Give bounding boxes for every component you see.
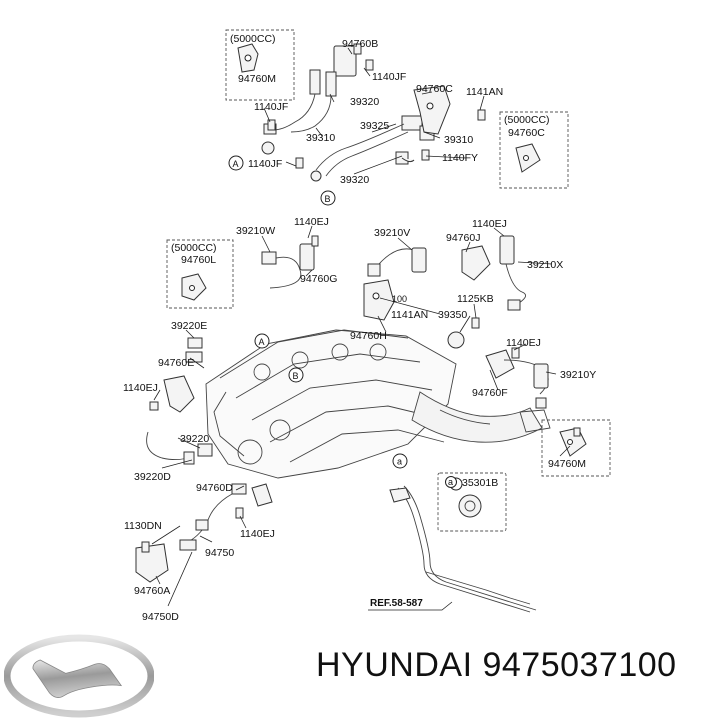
harness-39320-upper [261,45,357,155]
label-1140ej-e: 1140EJ [240,528,275,540]
label-39210x: 39210X [527,259,563,271]
bracket-94760l [181,273,207,301]
label-39210y: 39210Y [560,369,596,381]
sensor-39210w [261,235,319,289]
label-39320-b: 39320 [340,174,369,186]
bracket-94760m-right [559,427,587,457]
label-94760b: 94760B [342,38,378,50]
label-94760h: 94760H [350,330,387,342]
label-94760g: 94760G [300,273,337,285]
label-cc-right-top: (5000CC) [504,114,550,126]
sensor-39210v [367,247,427,277]
label-1141an-b: 1141AN [391,309,428,321]
callout-b2-circle [288,367,304,383]
callout-b2-text: B [293,371,299,381]
label-39310-a: 39310 [306,132,335,144]
label-39320-a: 39320 [350,96,379,108]
label-1140ej-b: 1140EJ [472,218,507,230]
label-39210v: 39210V [374,227,410,239]
label-1141an-a: 1141AN [466,86,503,98]
vacuum-tube-assembly [389,485,537,613]
label-94760m-top: 94760M [238,73,276,85]
label-1140jf-b: 1140JF [254,101,288,113]
leader-lines [151,47,571,611]
option-box-5000cc-right [499,111,569,189]
brand-part-number-text: HYUNDAI 9475037100 [316,646,677,684]
callout-sub-a2-circle [445,476,457,488]
option-box-5000cc-top-left [225,29,295,101]
label-1140ej-d: 1140EJ [506,337,541,349]
label-94760m-right: 94760M [548,458,586,470]
bracket-94760a [135,541,169,583]
label-35301b: 35301B [462,477,498,489]
label-94760c-b: 94760C [508,127,545,139]
bracket-94760m-top [237,43,259,73]
callout-b-text: B [325,194,331,204]
label-1140ej-c: 1140EJ [123,382,158,394]
label-39325: 39325 [360,120,389,132]
label-ref-58-587: REF.58-587 [370,598,423,609]
label-94760e: 94760E [158,357,194,369]
brand-footer: HYUNDAI 9475037100 [0,622,720,720]
harness-94750d [179,483,273,551]
label-94760a: 94760A [134,585,170,597]
callout-sub-a-circle [392,453,408,469]
hyundai-logo-icon [4,634,154,718]
label-39220d: 39220D [134,471,171,483]
callout-a2-text: A [259,337,265,347]
callout-b-circle [320,190,336,206]
sensor-39210y [485,347,549,409]
sensor-39350 [447,317,480,349]
option-box-35301b [437,472,507,532]
label-1125kb: 1125KB [457,293,494,305]
label-39210w: 39210W [236,225,275,237]
label-94760d: 94760D [196,482,233,494]
label-94760j: 94760J [446,232,480,244]
bracket-94760c-option [515,143,541,173]
label-39220e: 39220E [171,320,207,332]
sensor-39210x [461,235,527,311]
option-box-5000cc-mid-left [166,239,234,309]
engine-block [205,329,551,479]
label-cc-mid-left: (5000CC) [171,242,217,254]
bracket-94760c [413,85,451,135]
label-94750: 94750 [205,547,234,559]
bracket-94760h [363,279,395,321]
label-1130dn: 1130DN [124,520,162,532]
bracket-94760e [149,375,195,413]
label-39350: 39350 [438,309,467,321]
label-39310-b: 39310 [444,134,473,146]
label-1140jf-c: 1140JF [248,158,282,170]
sensor-39220d [146,431,213,465]
label-94760l: 94760L [181,254,216,266]
callout-a-circle [228,155,244,171]
label-100: 100 [392,294,407,304]
parts-diagram: (5000CC) 94760M 94760B 1140JF 1140JF 393… [123,29,611,620]
sensor-39220e [185,337,203,363]
label-cc-top-left: (5000CC) [230,33,276,45]
label-94750d: 94750D [142,611,179,620]
option-box-right-94760m [541,419,611,477]
label-1140fy: 1140FY [442,152,478,164]
label-94760c: 94760C [416,83,453,95]
label-1140ej-a: 1140EJ [294,216,329,228]
label-1140jf-a: 1140JF [372,71,406,83]
bolt-group-upper [267,43,486,169]
label-39220: 39220 [180,433,209,445]
callout-a-text: A [233,159,239,169]
callout-a2-circle [254,333,270,349]
label-94760f: 94760F [472,387,508,399]
callout-sub-a-text: a [397,457,402,467]
callout-sub-a2-text: a [448,477,453,487]
